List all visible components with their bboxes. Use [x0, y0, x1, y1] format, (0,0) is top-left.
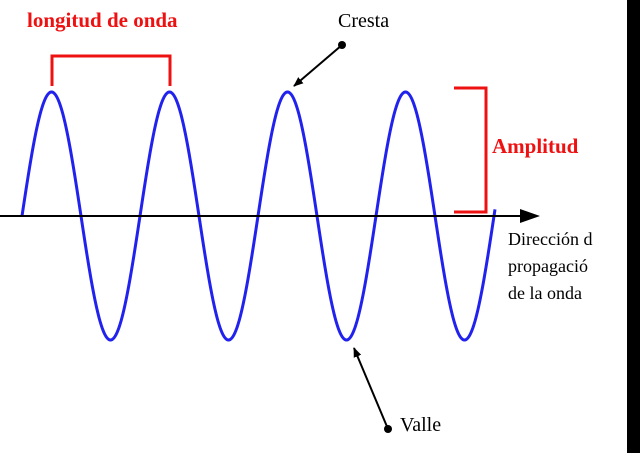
crest-pointer-line: [293, 44, 343, 87]
amplitude-bracket: [454, 86, 488, 214]
axis-arrowhead: [520, 209, 540, 223]
direction-label-line1: Dirección d: [508, 229, 592, 249]
wavelength-bracket: [50, 54, 172, 86]
trough-pointer-line: [353, 347, 389, 430]
direction-label-line3: de la onda: [508, 283, 582, 303]
trough-pointer-dot: [384, 425, 392, 433]
sine-wave: [20, 90, 497, 342]
wavelength-label: longitud de onda: [27, 8, 178, 32]
right-edge-band: [627, 0, 640, 453]
trough-label: Valle: [400, 414, 441, 436]
crest-label: Cresta: [338, 10, 389, 32]
direction-label-line2: propagació: [508, 256, 588, 276]
crest-pointer-dot: [338, 41, 346, 49]
amplitude-label: Amplitud: [492, 134, 579, 158]
